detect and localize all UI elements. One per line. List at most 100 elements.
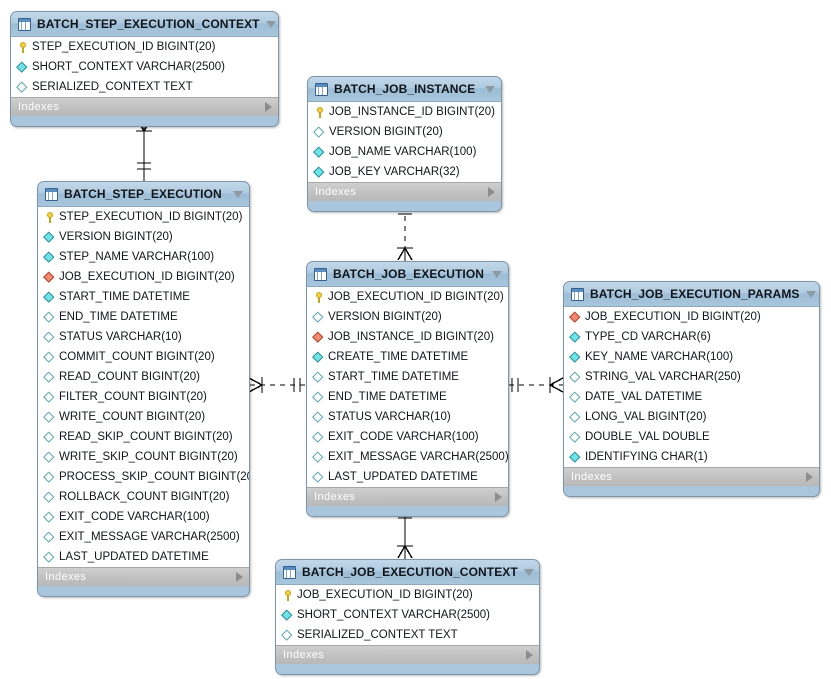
indexes-label: Indexes — [283, 649, 325, 661]
chevron-down-icon[interactable] — [492, 270, 502, 278]
chevron-right-icon[interactable] — [236, 572, 243, 582]
nullable-column-icon — [16, 81, 29, 94]
column-label: STATUS VARCHAR(10) — [59, 331, 182, 343]
entity-header-batch_step_execution[interactable]: BATCH_STEP_EXECUTION — [38, 182, 249, 207]
nullable-column-icon — [43, 491, 56, 504]
column-row[interactable]: LAST_UPDATED DATETIME — [307, 467, 508, 487]
column-row[interactable]: STEP_EXECUTION_ID BIGINT(20) — [11, 37, 278, 57]
chevron-down-icon[interactable] — [805, 290, 816, 298]
column-row[interactable]: SERIALIZED_CONTEXT TEXT — [11, 77, 278, 97]
column-row[interactable]: COMMIT_COUNT BIGINT(20) — [38, 347, 249, 367]
column-row[interactable]: STEP_EXECUTION_ID BIGINT(20) — [38, 207, 249, 227]
column-label: IDENTIFYING CHAR(1) — [585, 451, 708, 463]
column-row[interactable]: JOB_INSTANCE_ID BIGINT(20) — [308, 102, 501, 122]
chevron-right-icon[interactable] — [495, 492, 502, 502]
column-row[interactable]: LAST_UPDATED DATETIME — [38, 547, 249, 567]
column-row[interactable]: WRITE_COUNT BIGINT(20) — [38, 407, 249, 427]
column-row[interactable]: READ_COUNT BIGINT(20) — [38, 367, 249, 387]
column-row[interactable]: FILTER_COUNT BIGINT(20) — [38, 387, 249, 407]
column-row[interactable]: ROLLBACK_COUNT BIGINT(20) — [38, 487, 249, 507]
column-row[interactable]: EXIT_MESSAGE VARCHAR(2500) — [38, 527, 249, 547]
column-row[interactable]: STRING_VAL VARCHAR(250) — [564, 367, 819, 387]
column-row[interactable]: SERIALIZED_CONTEXT TEXT — [276, 625, 539, 645]
column-row[interactable]: DOUBLE_VAL DOUBLE — [564, 427, 819, 447]
column-row[interactable]: JOB_EXECUTION_ID BIGINT(20) — [564, 307, 819, 327]
entity-footer[interactable] — [564, 486, 819, 496]
column-label: WRITE_COUNT BIGINT(20) — [59, 411, 206, 423]
entity-header-batch_job_instance[interactable]: BATCH_JOB_INSTANCE — [308, 77, 501, 102]
column-row[interactable]: KEY_NAME VARCHAR(100) — [564, 347, 819, 367]
not-null-column-icon — [569, 451, 582, 464]
nullable-column-icon — [43, 511, 56, 524]
indexes-label: Indexes — [315, 186, 357, 198]
column-row[interactable]: VERSION BIGINT(20) — [38, 227, 249, 247]
indexes-section-batch_step_execution[interactable]: Indexes — [38, 567, 249, 586]
column-row[interactable]: END_TIME DATETIME — [38, 307, 249, 327]
entity-batch_step_execution[interactable]: BATCH_STEP_EXECUTION STEP_EXECUTION_ID BI… — [37, 181, 250, 597]
column-row[interactable]: JOB_NAME VARCHAR(100) — [308, 142, 501, 162]
entity-columns-batch_job_instance: JOB_INSTANCE_ID BIGINT(20)VERSION BIGINT… — [308, 102, 501, 182]
primary-key-icon — [16, 41, 29, 54]
column-row[interactable]: STATUS VARCHAR(10) — [307, 407, 508, 427]
chevron-down-icon[interactable] — [265, 20, 276, 28]
entity-header-batch_step_execution_context[interactable]: BATCH_STEP_EXECUTION_CONTEXT — [11, 12, 278, 37]
column-label: KEY_NAME VARCHAR(100) — [585, 351, 734, 363]
entity-title: BATCH_JOB_EXECUTION — [333, 267, 485, 281]
column-row[interactable]: READ_SKIP_COUNT BIGINT(20) — [38, 427, 249, 447]
entity-header-batch_job_execution_context[interactable]: BATCH_JOB_EXECUTION_CONTEXT — [276, 560, 539, 585]
column-row[interactable]: SHORT_CONTEXT VARCHAR(2500) — [276, 605, 539, 625]
column-row[interactable]: STEP_NAME VARCHAR(100) — [38, 247, 249, 267]
column-row[interactable]: EXIT_MESSAGE VARCHAR(2500) — [307, 447, 508, 467]
column-row[interactable]: DATE_VAL DATETIME — [564, 387, 819, 407]
column-label: STATUS VARCHAR(10) — [328, 411, 451, 423]
entity-batch_job_execution[interactable]: BATCH_JOB_EXECUTION JOB_EXECUTION_ID BIGI… — [306, 261, 509, 517]
column-row[interactable]: LONG_VAL BIGINT(20) — [564, 407, 819, 427]
indexes-section-batch_job_execution_params[interactable]: Indexes — [564, 467, 819, 486]
column-row[interactable]: TYPE_CD VARCHAR(6) — [564, 327, 819, 347]
entity-footer[interactable] — [38, 586, 249, 596]
column-row[interactable]: START_TIME DATETIME — [307, 367, 508, 387]
chevron-right-icon[interactable] — [488, 187, 495, 197]
entity-footer[interactable] — [11, 116, 278, 126]
column-row[interactable]: VERSION BIGINT(20) — [308, 122, 501, 142]
entity-title: BATCH_STEP_EXECUTION — [64, 187, 222, 201]
column-row[interactable]: JOB_EXECUTION_ID BIGINT(20) — [38, 267, 249, 287]
column-label: STEP_NAME VARCHAR(100) — [59, 251, 215, 263]
column-label: END_TIME DATETIME — [59, 311, 178, 323]
column-row[interactable]: JOB_KEY VARCHAR(32) — [308, 162, 501, 182]
indexes-section-batch_job_execution_context[interactable]: Indexes — [276, 645, 539, 664]
entity-header-batch_job_execution_params[interactable]: BATCH_JOB_EXECUTION_PARAMS — [564, 282, 819, 307]
entity-header-batch_job_execution[interactable]: BATCH_JOB_EXECUTION — [307, 262, 508, 287]
column-row[interactable]: IDENTIFYING CHAR(1) — [564, 447, 819, 467]
column-row[interactable]: WRITE_SKIP_COUNT BIGINT(20) — [38, 447, 249, 467]
entity-footer[interactable] — [307, 506, 508, 516]
entity-footer[interactable] — [276, 664, 539, 674]
column-row[interactable]: JOB_EXECUTION_ID BIGINT(20) — [276, 585, 539, 605]
column-row[interactable]: EXIT_CODE VARCHAR(100) — [38, 507, 249, 527]
chevron-right-icon[interactable] — [806, 472, 813, 482]
column-row[interactable]: JOB_INSTANCE_ID BIGINT(20) — [307, 327, 508, 347]
entity-footer[interactable] — [308, 201, 501, 211]
column-row[interactable]: CREATE_TIME DATETIME — [307, 347, 508, 367]
chevron-down-icon[interactable] — [485, 85, 495, 93]
column-row[interactable]: PROCESS_SKIP_COUNT BIGINT(20) — [38, 467, 249, 487]
column-row[interactable]: EXIT_CODE VARCHAR(100) — [307, 427, 508, 447]
column-row[interactable]: VERSION BIGINT(20) — [307, 307, 508, 327]
column-row[interactable]: JOB_EXECUTION_ID BIGINT(20) — [307, 287, 508, 307]
indexes-section-batch_job_instance[interactable]: Indexes — [308, 182, 501, 201]
column-row[interactable]: END_TIME DATETIME — [307, 387, 508, 407]
column-row[interactable]: STATUS VARCHAR(10) — [38, 327, 249, 347]
indexes-section-batch_step_execution_context[interactable]: Indexes — [11, 97, 278, 116]
column-row[interactable]: START_TIME DATETIME — [38, 287, 249, 307]
chevron-down-icon[interactable] — [523, 568, 534, 576]
column-row[interactable]: SHORT_CONTEXT VARCHAR(2500) — [11, 57, 278, 77]
chevron-right-icon[interactable] — [265, 102, 272, 112]
indexes-section-batch_job_execution[interactable]: Indexes — [307, 487, 508, 506]
chevron-down-icon[interactable] — [233, 190, 243, 198]
chevron-right-icon[interactable] — [526, 650, 533, 660]
